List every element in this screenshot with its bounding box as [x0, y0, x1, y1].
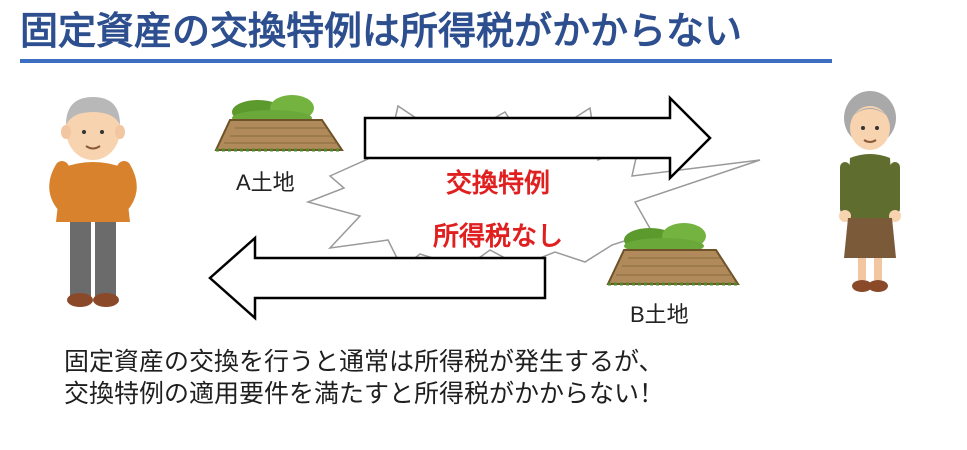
caption-line-2: 交換特例の適用要件を満たすと所得税がかからない！	[64, 379, 665, 408]
caption: 固定資産の交換を行うと通常は所得税が発生するが、 交換特例の適用要件を満たすと所…	[64, 346, 664, 410]
man-figure	[49, 97, 137, 307]
land-b-illustration	[606, 223, 740, 286]
burst-text-no-tax: 所得税なし	[433, 222, 563, 252]
land-a-label: A土地	[236, 170, 295, 195]
land-b-label: B土地	[630, 302, 689, 327]
woman-figure	[839, 91, 901, 292]
burst-text-exchange: 交換特例	[446, 168, 550, 199]
title-underline	[20, 59, 832, 63]
arrow-left	[208, 235, 547, 321]
page-title: 固定資産の交換特例は所得税がかからない	[20, 9, 743, 53]
land-a-illustration	[214, 95, 344, 152]
arrow-right	[363, 94, 712, 182]
caption-line-1: 固定資産の交換を行うと通常は所得税が発生するが、	[64, 347, 664, 376]
